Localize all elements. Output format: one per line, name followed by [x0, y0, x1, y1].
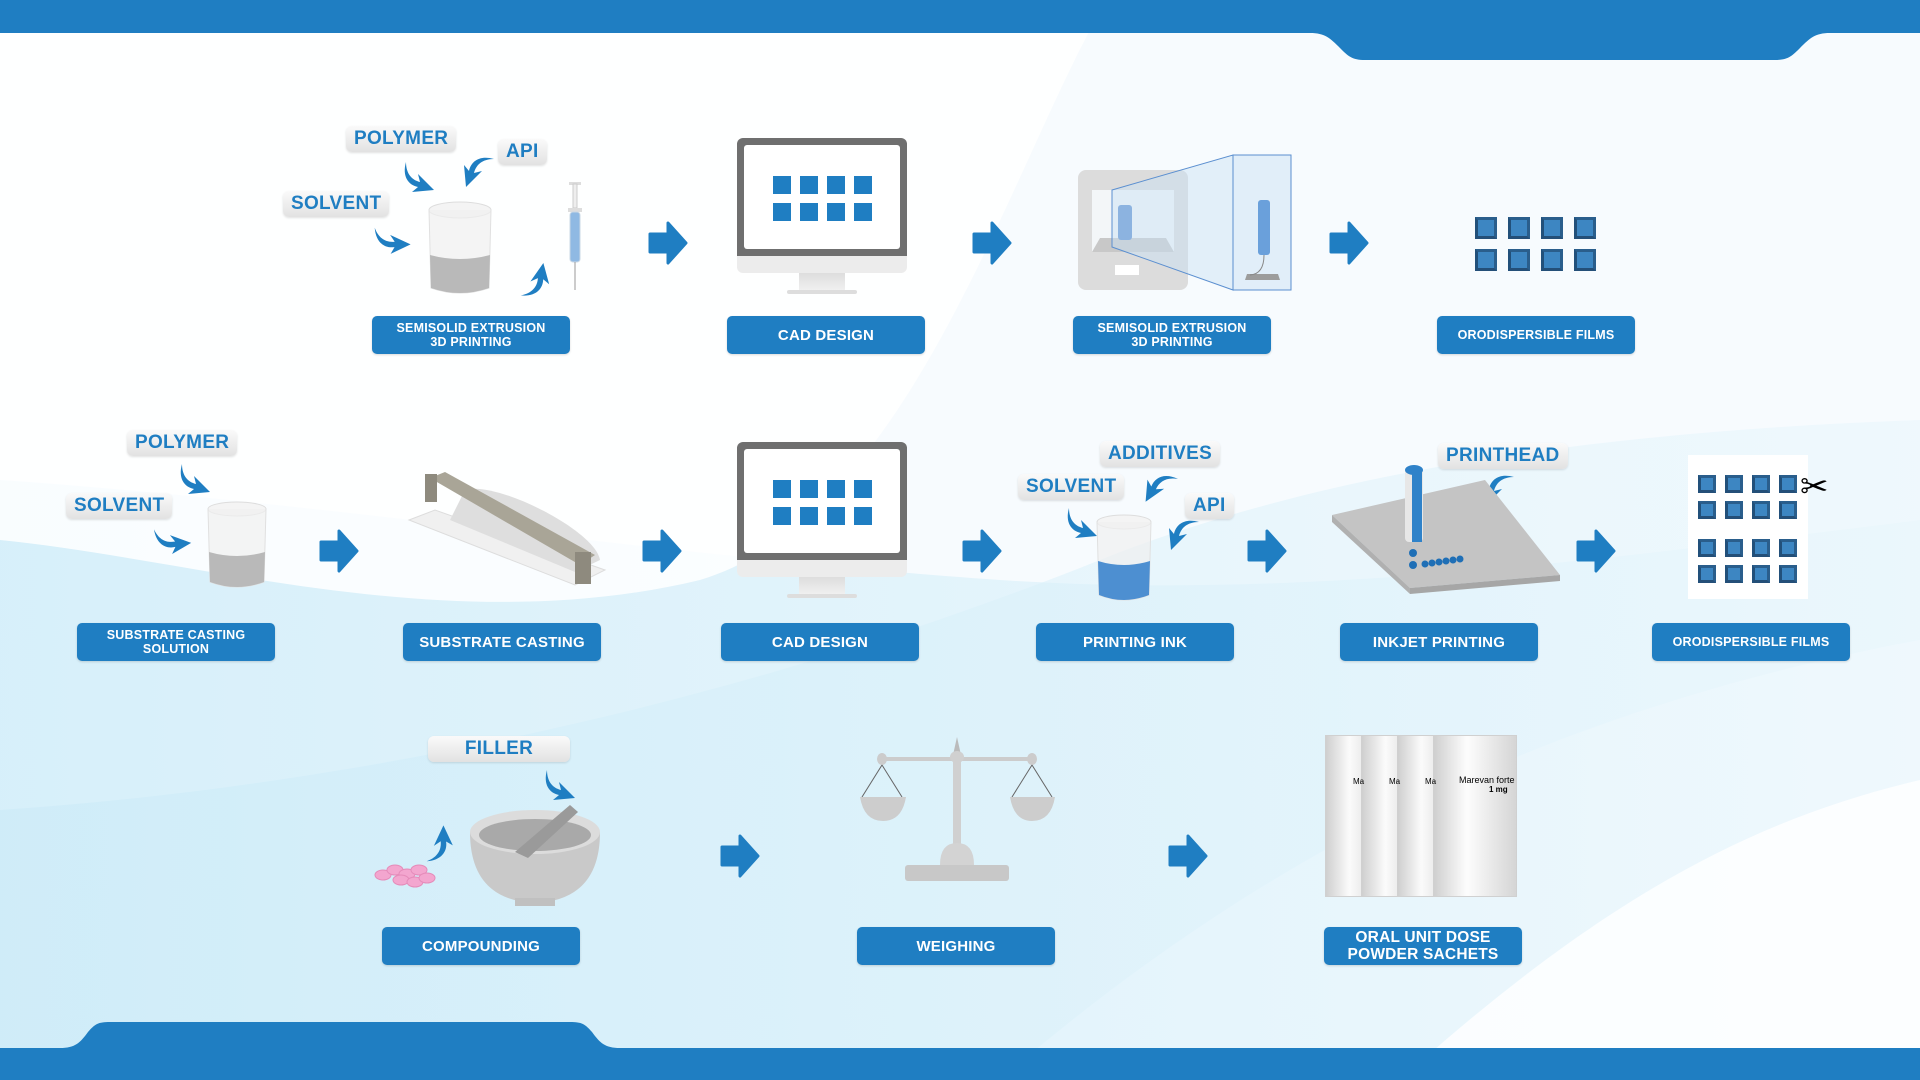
step-label-weighing: WEIGHING: [857, 927, 1055, 965]
curved-arrow-icon: [513, 258, 553, 299]
step-label-semisolid-extrusion: SEMISOLID EXTRUSION 3D PRINTING: [372, 316, 570, 354]
sachet-text-partial: Ma: [1353, 777, 1365, 786]
beaker-icon: [207, 501, 267, 588]
sachet-product-name: Marevan forte: [1459, 775, 1515, 785]
flow-arrow-icon: [648, 221, 688, 265]
flow-arrow-icon: [1247, 529, 1287, 573]
printhead-icon: [1332, 465, 1560, 594]
flow-arrow-icon: [642, 529, 682, 573]
mortar-pestle-icon: [374, 805, 600, 906]
step-label-cad-design: CAD DESIGN: [721, 623, 919, 661]
balance-scale-icon: [860, 737, 1055, 881]
flow-arrow-icon: [720, 834, 760, 878]
top-bar: [0, 0, 1920, 60]
film-applicator-icon: [407, 472, 607, 586]
input-tag-api: API: [1185, 493, 1234, 519]
monitor-icon: [737, 138, 907, 298]
film-tiles-icon: [1475, 217, 1596, 271]
scissors-icon: ✂: [1800, 468, 1829, 506]
beaker-icon: [428, 201, 492, 294]
step-label-cad-design: CAD DESIGN: [727, 316, 925, 354]
step-label-inkjet-printing: INKJET PRINTING: [1340, 623, 1538, 661]
sachets-icon: Ma Ma Ma Marevan forte 1 mg: [1325, 735, 1517, 897]
step-label-compounding: COMPOUNDING: [382, 927, 580, 965]
sachet-text-partial: Ma: [1389, 777, 1401, 786]
flow-arrow-icon: [962, 529, 1002, 573]
flow-arrow-icon: [319, 529, 359, 573]
step-label-printing-ink: PRINTING INK: [1036, 623, 1234, 661]
step-label-orodispersible-films: ORODISPERSIBLE FILMS: [1652, 623, 1850, 661]
curved-arrow-icon: [543, 768, 579, 802]
input-tag-polymer: POLYMER: [346, 126, 457, 152]
curved-arrow-icon: [1139, 469, 1180, 509]
step-label-semisolid-extrusion-printing: SEMISOLID EXTRUSION 3D PRINTING: [1073, 316, 1271, 354]
input-tag-polymer: POLYMER: [127, 430, 238, 456]
flow-arrow-icon: [1329, 221, 1369, 265]
step-label-oral-unit-dose-sachets: ORAL UNIT DOSE POWDER SACHETS: [1324, 927, 1522, 965]
step-label-orodispersible-films: ORODISPERSIBLE FILMS: [1437, 316, 1635, 354]
3d-printer-icon: [1078, 154, 1292, 291]
input-tag-solvent: SOLVENT: [283, 191, 390, 217]
step-label-substrate-casting-solution: SUBSTRATE CASTING SOLUTION: [77, 623, 275, 661]
input-tag-additives: ADDITIVES: [1100, 441, 1221, 467]
curved-arrow-icon: [402, 160, 438, 194]
flow-arrow-icon: [1576, 529, 1616, 573]
monitor-icon: [737, 442, 907, 602]
ink-beaker-icon: [1096, 514, 1152, 601]
curved-arrow-icon: [1165, 518, 1201, 552]
bottom-bar: [0, 1022, 1920, 1080]
flow-arrow-icon: [972, 221, 1012, 265]
input-tag-solvent: SOLVENT: [66, 493, 173, 519]
sachet-dose: 1 mg: [1489, 785, 1508, 794]
input-tag-printhead: PRINTHEAD: [1438, 443, 1568, 469]
input-tag-api: API: [498, 139, 547, 165]
flow-arrow-icon: [1168, 834, 1208, 878]
input-tag-filler: FILLER: [428, 736, 570, 762]
curved-arrow-icon: [178, 462, 214, 496]
curved-arrow-icon: [460, 155, 496, 189]
step-label-substrate-casting: SUBSTRATE CASTING: [403, 623, 601, 661]
syringe-icon: [568, 182, 582, 290]
input-tag-solvent: SOLVENT: [1018, 474, 1125, 500]
sachet-text-partial: Ma: [1425, 777, 1437, 786]
film-sheet-scissors-icon: [1688, 455, 1808, 599]
